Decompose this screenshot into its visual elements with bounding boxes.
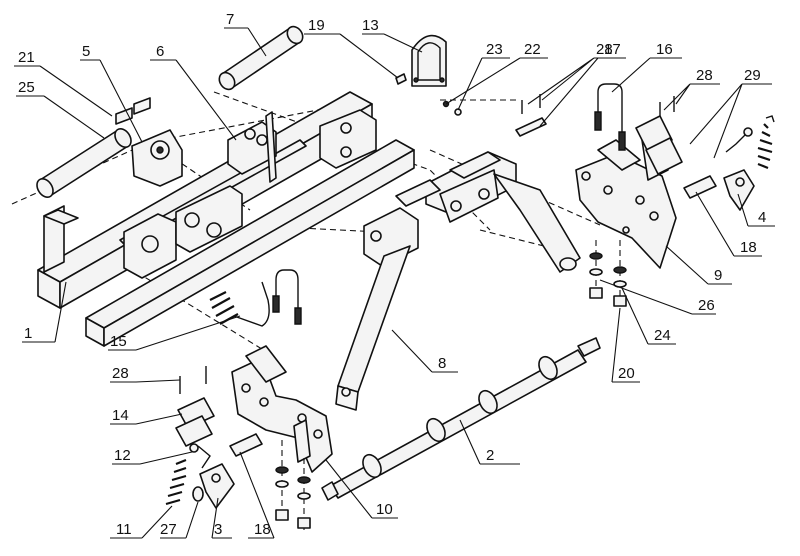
u-bolt-16 xyxy=(594,83,626,151)
leader-lines xyxy=(14,27,775,539)
callout-17: 17 xyxy=(604,41,621,58)
hitch-assembly xyxy=(335,151,581,411)
callout-28-left: 28 xyxy=(112,365,129,382)
callout-15: 15 xyxy=(110,333,127,350)
callout-21: 21 xyxy=(18,49,35,66)
callout-1: 1 xyxy=(24,325,32,342)
callout-3: 3 xyxy=(214,521,222,538)
arm-lower-left xyxy=(165,443,235,509)
bracket-6 xyxy=(227,111,277,183)
callout-18-right: 18 xyxy=(740,239,757,256)
clamp-plate-13 xyxy=(411,34,447,87)
callout-20: 20 xyxy=(618,365,635,382)
callout-22: 22 xyxy=(524,41,541,58)
small-hardware-top xyxy=(395,73,462,116)
callout-28-right: 28 xyxy=(696,67,713,84)
main-frame xyxy=(37,91,415,347)
callout-11: 11 xyxy=(116,521,132,538)
callout-28-top: 28 xyxy=(596,41,613,58)
callout-7: 7 xyxy=(226,11,234,28)
hardware-stack-right xyxy=(589,240,627,307)
mount-plate-10 xyxy=(175,345,333,473)
callout-19: 19 xyxy=(308,17,325,34)
callout-26: 26 xyxy=(698,297,715,314)
callout-13: 13 xyxy=(362,17,379,34)
callout-8: 8 xyxy=(438,355,446,372)
callout-4: 4 xyxy=(758,209,766,226)
callout-10: 10 xyxy=(376,501,393,518)
tube-7 xyxy=(218,25,304,91)
small-pins-top xyxy=(515,94,683,175)
tube-25 xyxy=(36,127,132,199)
callout-6: 6 xyxy=(156,43,164,60)
callout-29: 29 xyxy=(744,67,761,84)
callout-23: 23 xyxy=(486,41,503,58)
hardware-stack-lower xyxy=(275,440,311,530)
bracket-5 xyxy=(115,97,183,187)
axle-2 xyxy=(321,337,601,501)
callout-labels: 1 2 3 4 5 6 7 8 9 10 11 12 13 14 15 16 1… xyxy=(18,11,766,538)
callout-14: 14 xyxy=(112,407,129,424)
callout-9: 9 xyxy=(714,267,722,284)
u-bolt-15 xyxy=(209,269,302,327)
callout-24: 24 xyxy=(654,327,671,344)
pin-arm-right xyxy=(683,115,775,211)
callout-18-left: 18 xyxy=(254,521,271,538)
callout-12: 12 xyxy=(114,447,131,464)
callout-16: 16 xyxy=(656,41,673,58)
callout-25: 25 xyxy=(18,79,35,96)
callout-2: 2 xyxy=(486,447,494,464)
callout-27: 27 xyxy=(160,521,177,538)
callout-5: 5 xyxy=(82,43,90,60)
